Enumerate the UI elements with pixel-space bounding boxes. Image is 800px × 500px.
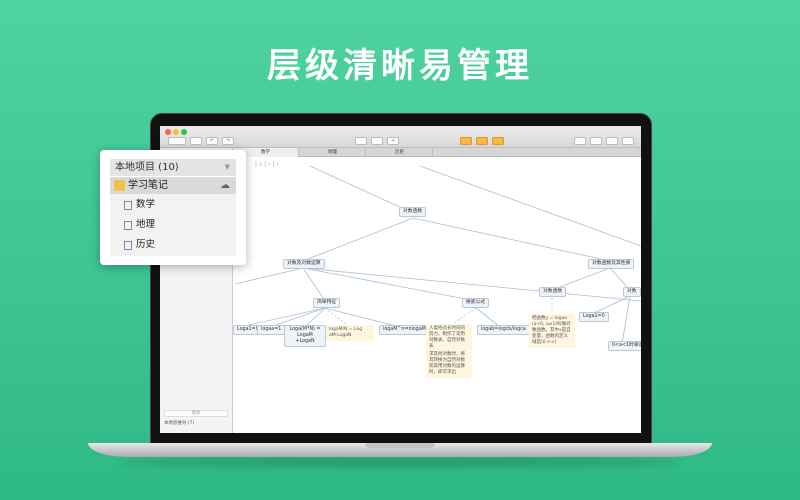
headline: 层级清晰易管理 — [267, 46, 533, 86]
cloud-upload-icon[interactable]: ☁ — [220, 180, 230, 191]
local-projects-label: 本地项目 (10) — [115, 162, 179, 173]
mindmap-node[interactable]: 对数及对数运算 — [283, 259, 325, 269]
document-history[interactable]: 历史 — [124, 236, 155, 254]
minimize-button[interactable] — [173, 129, 179, 135]
mindmap-note[interactable]: 求其他对数时，将其转换为自然对数或常用对数的运算时，即可求出 — [426, 350, 472, 378]
mindmap-node[interactable]: logab=logcb/logca — [477, 325, 530, 335]
export-button[interactable] — [574, 137, 586, 145]
toolbar: ↶ ↷ ⋖ — [160, 126, 641, 148]
sidebar-search-input[interactable]: 搜索 — [164, 410, 228, 417]
mindmap-node[interactable]: 对数函数及其性质 — [588, 259, 635, 269]
local-projects-header[interactable]: 本地项目 (10) ▼ — [110, 159, 236, 176]
laptop-notch — [365, 443, 435, 448]
document-label: 数学 — [136, 199, 156, 210]
mindmap-node[interactable]: logaa=1 — [257, 325, 286, 335]
tab-history[interactable]: 历史 — [367, 148, 433, 157]
redo-button[interactable]: ↷ — [222, 137, 234, 145]
project-popup: 本地项目 (10) ▼ 学习笔记 ☁ 数学 地理 历史 — [100, 150, 246, 265]
notebook-study-notes[interactable]: 学习笔记 ☁ — [110, 177, 236, 194]
mindmap-node[interactable]: 对数 — [623, 287, 641, 297]
maximize-button[interactable] — [181, 129, 187, 135]
present-button[interactable] — [355, 137, 367, 145]
canvas-nav[interactable]: | ⌕ | ‹ | › — [255, 161, 279, 168]
document-icon — [124, 221, 132, 230]
outline-button[interactable] — [371, 137, 383, 145]
search-icon[interactable] — [606, 137, 618, 145]
document-icon — [124, 241, 132, 250]
tab-geography[interactable]: 地理 — [300, 148, 366, 157]
sidebar-toggle-button[interactable] — [190, 137, 202, 145]
cloud-icon[interactable] — [622, 137, 634, 145]
mindmap-node[interactable]: logaM^n=nlogaM — [379, 325, 430, 335]
mindmap-node[interactable]: 简单特征 — [313, 298, 341, 308]
mindmap-note[interactable]: 人类经过长时间的努力，制作了常用对数表、自然对数表 — [426, 324, 472, 352]
undo-button[interactable]: ↶ — [206, 137, 218, 145]
note-button[interactable] — [460, 137, 472, 145]
mindmap-note[interactable]: logaM/N = Log aM-LogaN — [326, 325, 374, 341]
sidebar-footer: 本地思维导 (7) — [164, 421, 195, 426]
style-button[interactable] — [590, 137, 602, 145]
document-geography[interactable]: 地理 — [124, 216, 155, 234]
notebook-icon — [114, 180, 125, 191]
marker-button[interactable] — [476, 137, 488, 145]
mindmap-node[interactable]: Loga1=0 — [579, 312, 609, 322]
mindmap-note[interactable]: 把函数y = logax (a>0, a≠1)叫做对数函数，其中x是自变量，函数… — [529, 314, 575, 348]
new-document-button[interactable] — [168, 137, 186, 145]
like-icon[interactable] — [492, 137, 504, 145]
mindmap-node[interactable]: Loga(M*N) = LogaM +LogaN — [284, 325, 326, 347]
mindmap-node[interactable]: 0<a<1时单调 — [608, 341, 641, 351]
share-icon[interactable]: ⋖ — [387, 137, 399, 145]
notebook-label: 学习笔记 — [128, 180, 168, 191]
mindmap-connectors — [234, 165, 641, 345]
close-button[interactable] — [165, 129, 171, 135]
document-label: 历史 — [136, 239, 156, 250]
mindmap-root[interactable]: 对数函数 — [399, 207, 427, 217]
document-label: 地理 — [136, 219, 156, 230]
document-math[interactable]: 数学 — [124, 196, 155, 214]
laptop-shadow — [120, 457, 680, 467]
tab-math[interactable]: 数学 — [233, 148, 299, 157]
collapse-icon[interactable]: ▼ — [224, 163, 230, 171]
mindmap-node[interactable]: 对数函数 — [539, 287, 567, 297]
mindmap-node[interactable]: 换底公式 — [462, 298, 490, 308]
laptop-base — [88, 443, 712, 457]
document-icon — [124, 201, 132, 210]
tab-bar: 数学 地理 历史 — [233, 148, 641, 157]
